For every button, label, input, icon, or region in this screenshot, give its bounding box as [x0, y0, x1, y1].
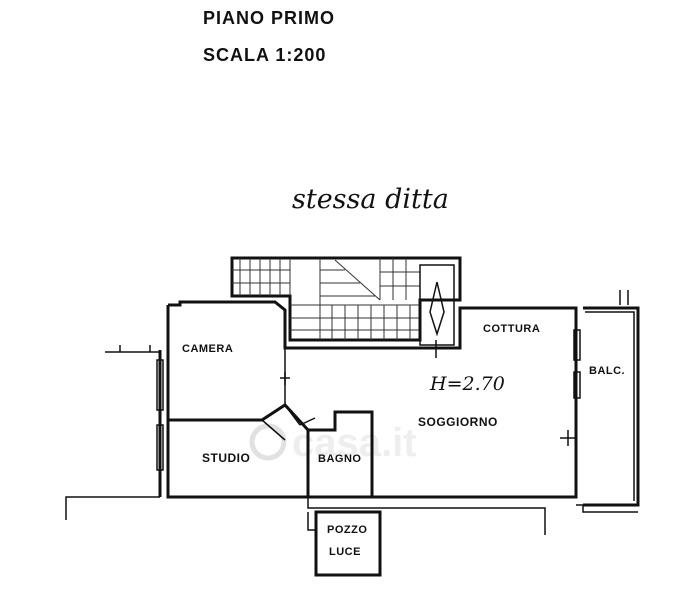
light-well — [307, 510, 382, 577]
ceiling-height: H=2.70 — [429, 373, 505, 395]
apartment-walls — [65, 300, 581, 535]
up-arrow-icon — [429, 281, 445, 337]
room-label-studio: STUDIO — [202, 451, 250, 465]
watermark-logo: casa.it — [249, 421, 417, 465]
room-label-cottura: COTTURA — [483, 323, 540, 335]
room-label-pozzo: POZZO — [327, 524, 367, 536]
room-label-bagno: BAGNO — [318, 453, 361, 465]
staircase — [230, 256, 462, 346]
room-label-balc: BALC. — [589, 365, 625, 377]
room-label-camera: CAMERA — [182, 343, 233, 355]
room-label-soggiorno: SOGGIORNO — [418, 415, 498, 429]
scale-label: SCALA 1:200 — [203, 45, 326, 65]
handwritten-note: stessa ditta — [292, 184, 449, 215]
room-label-luce: LUCE — [329, 546, 361, 558]
balcony — [576, 290, 640, 513]
watermark-text: casa.it — [292, 421, 417, 465]
floor-label: PIANO PRIMO — [203, 8, 335, 28]
